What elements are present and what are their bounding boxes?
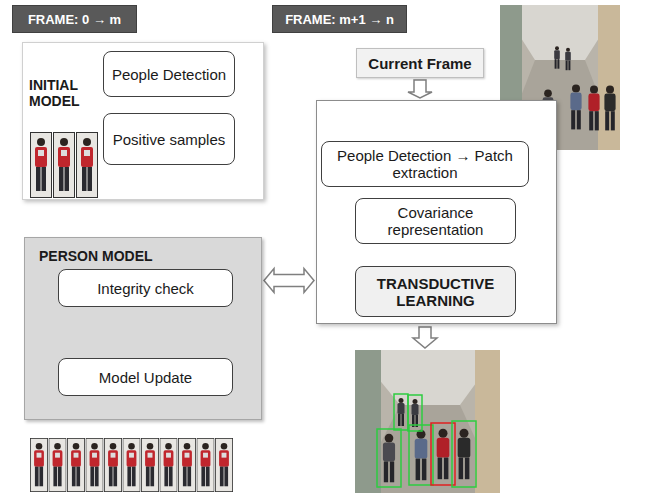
output-arrow: [413, 327, 437, 348]
process-group: People Detection → Patch extractionCovar…: [316, 100, 557, 324]
node-label: Integrity check: [97, 280, 194, 297]
frame-label: FRAME: m+1 → n: [272, 5, 407, 33]
heading-holder: INITIAL MODEL: [29, 77, 103, 109]
frame-label: FRAME: 0 → m: [12, 5, 137, 33]
heading-holder: PERSON MODEL: [39, 248, 239, 264]
process-box: Covariance representation: [355, 198, 516, 244]
node-label: FRAME: m+1 → n: [285, 12, 394, 27]
model-panel: INITIAL MODEL People DetectionPositive sa…: [22, 42, 264, 200]
panel-heading: PERSON MODEL: [39, 248, 239, 264]
node-label: Model Update: [99, 369, 192, 386]
process-box: TRANSDUCTIVE LEARNING: [355, 266, 516, 317]
process-box: Positive samples: [103, 113, 235, 165]
block-arrow: [408, 80, 432, 98]
process-box: People Detection → Patch extraction: [321, 141, 529, 187]
positive-samples: [31, 133, 98, 198]
node-label: Positive samples: [113, 131, 226, 148]
output-frame-photo: [355, 350, 500, 493]
node-label: People Detection: [112, 66, 226, 83]
process-box: Integrity check: [58, 269, 233, 307]
node-label: FRAME: 0 → m: [28, 12, 121, 27]
model-panel: PERSON MODEL Integrity checkModel Update: [24, 237, 262, 420]
node-label: TRANSDUCTIVE LEARNING: [362, 275, 509, 309]
model-samples: [30, 438, 232, 491]
node-label: People Detection → Patch extraction: [328, 147, 522, 181]
input-box: Current Frame: [356, 48, 484, 78]
node-label: Covariance representation: [362, 204, 509, 238]
node-label: Current Frame: [368, 55, 471, 72]
panel-heading: INITIAL MODEL: [29, 77, 103, 109]
block-arrow: [264, 269, 314, 293]
process-box: People Detection: [103, 51, 235, 97]
process-box: Model Update: [58, 358, 233, 396]
